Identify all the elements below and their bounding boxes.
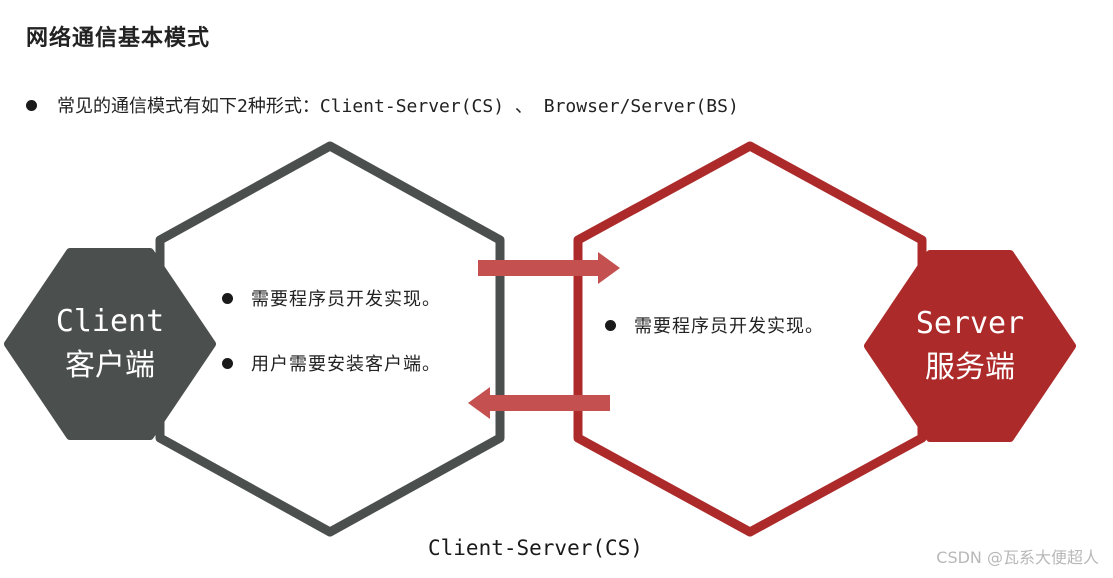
server-outline-hexagon xyxy=(573,141,927,537)
bullet-dot xyxy=(222,292,233,304)
client-outline-hexagon xyxy=(155,141,505,537)
client-bullet-2: 用户需要安装客户端。 xyxy=(222,350,441,376)
page-title: 网络通信基本模式 xyxy=(26,25,211,51)
diagram-caption: Client-Server(CS) xyxy=(428,536,643,560)
client-bullet-text: 用户需要安装客户端。 xyxy=(251,354,441,375)
client-badge-hexagon xyxy=(4,248,216,440)
server-name: Server xyxy=(915,306,1025,341)
client-bullet-1: 需要程序员开发实现。 xyxy=(222,285,441,311)
server-badge-text: Server 服务端 xyxy=(900,302,1040,389)
watermark: CSDN @瓦系大便超人 xyxy=(936,548,1099,567)
intro-text: 常见的通信模式有如下2种形式：Client-Server(CS) 、 Brows… xyxy=(57,96,739,117)
server-badge-hexagon xyxy=(864,250,1076,442)
client-name: Client xyxy=(55,304,165,339)
response-arrow xyxy=(468,387,610,419)
client-badge-text: Client 客户端 xyxy=(40,300,180,387)
bullet-dot xyxy=(605,319,616,331)
client-label: 客户端 xyxy=(65,347,155,383)
server-label: 服务端 xyxy=(925,349,1015,385)
request-arrow xyxy=(478,252,620,284)
server-bullet-text: 需要程序员开发实现。 xyxy=(634,316,824,337)
bullet-dot xyxy=(222,357,233,369)
server-bullet-1: 需要程序员开发实现。 xyxy=(605,312,824,338)
bullet-dot xyxy=(26,99,37,111)
client-bullet-text: 需要程序员开发实现。 xyxy=(251,289,441,310)
intro-bullet: 常见的通信模式有如下2种形式：Client-Server(CS) 、 Brows… xyxy=(26,92,739,118)
